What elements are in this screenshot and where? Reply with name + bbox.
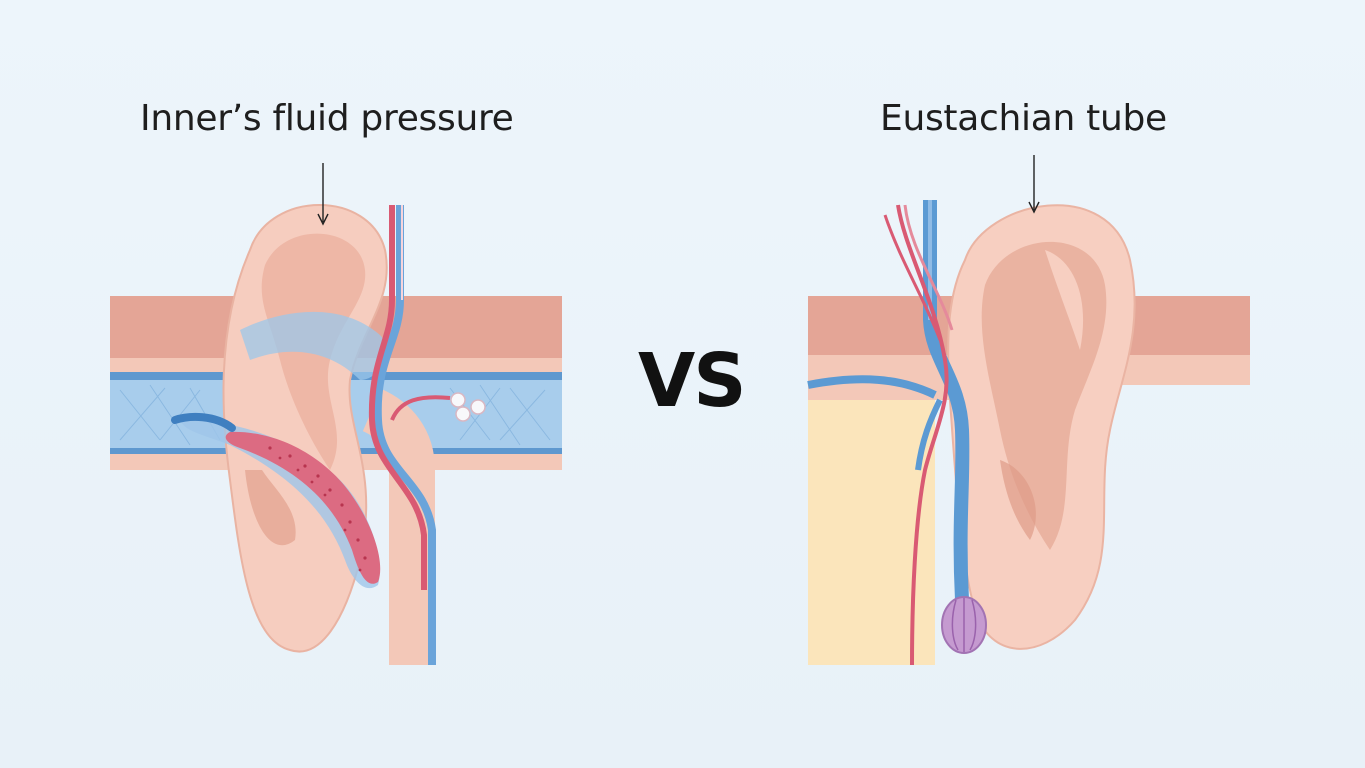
left-blue-vessel [373,205,436,665]
right-blue-horizontal-vessel [807,375,937,399]
left-bubbles [450,392,486,422]
right-blue-branch [915,398,943,471]
right-red-vessel-1 [896,204,949,666]
right-eustachian-tube [923,200,970,601]
right-valve-lines [951,598,977,652]
left-earlobe-shadow [245,470,296,546]
vs-text: VS [638,338,747,424]
left-red-branch [390,395,451,421]
left-red-canal-dots [268,446,367,572]
left-red-vessel [368,205,427,590]
right-red-vessel-3 [903,204,954,331]
right-ear-ridge [1045,250,1084,350]
left-blue-duct-end [171,412,236,432]
right-label-arrow-head [1028,201,1040,214]
right-yellow-tissue [808,395,935,665]
left-canal-overlay [240,311,387,380]
left-label-arrow-head [317,213,329,226]
label-eustachian-tube: Eustachian tube [880,98,1167,139]
label-inner-fluid-pressure: Inner’s fluid pressure [140,98,514,139]
right-red-vessel-2 [883,214,942,341]
left-red-canal [225,431,381,584]
right-ear-canal-shadow [1000,460,1036,540]
